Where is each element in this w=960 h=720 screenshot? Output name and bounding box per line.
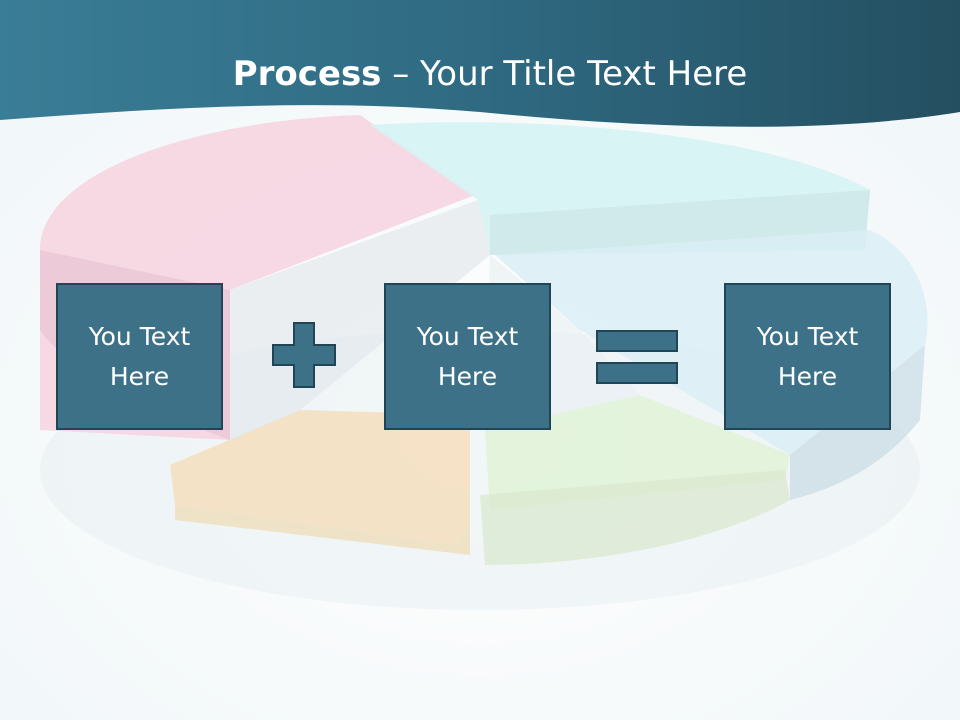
process-box-3: You Text Here [724,283,891,430]
title-rest: – Your Title Text Here [381,54,748,94]
slide-title: Process – Your Title Text Here [0,52,960,96]
process-box-2: You Text Here [384,283,551,430]
process-box-1: You Text Here [56,283,223,430]
header-band [0,0,960,127]
plus-icon [272,322,336,388]
title-bold: Process [232,54,382,94]
equals-icon [596,330,678,384]
